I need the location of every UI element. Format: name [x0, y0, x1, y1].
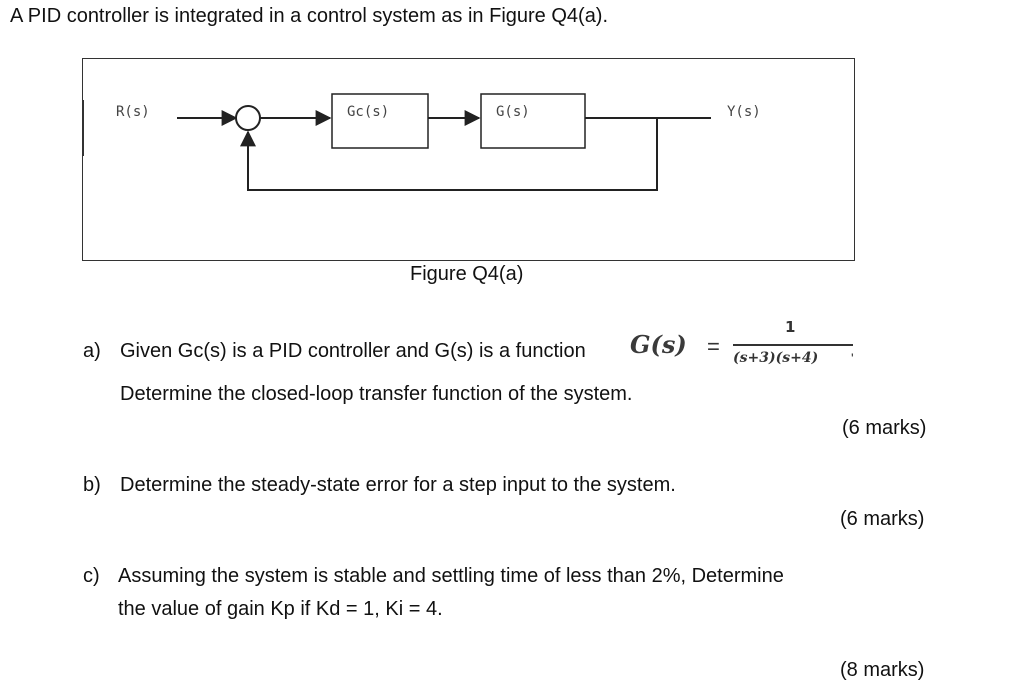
fraction-line	[733, 344, 853, 346]
part-a-line1: Given Gc(s) is a PID controller and G(s)…	[120, 340, 586, 362]
plant-label: G(s)	[496, 104, 530, 120]
equation-equals: =	[707, 334, 720, 359]
part-b-line1: Determine the steady-state error for a s…	[120, 474, 676, 496]
part-c-line1: Assuming the system is stable and settli…	[118, 565, 784, 587]
controller-block	[331, 93, 429, 149]
summing-junction	[235, 105, 261, 131]
part-c-marker: c)	[83, 565, 100, 587]
equation-lhs: G(s)	[630, 330, 687, 359]
input-label: R(s)	[116, 104, 150, 120]
figure-caption: Figure Q4(a)	[410, 263, 524, 285]
plant-block	[480, 93, 586, 149]
part-b-marks: (6 marks)	[840, 508, 925, 530]
feedback-path	[240, 118, 658, 191]
equation-trailing: '	[851, 350, 854, 366]
figure-left-bar	[82, 100, 84, 156]
part-b-marker: b)	[83, 474, 101, 496]
part-a-marks: (6 marks)	[842, 417, 927, 439]
output-label: Y(s)	[727, 104, 761, 120]
equation-denominator: (s+3)(s+4)	[733, 350, 819, 366]
part-c-line2: the value of gain Kp if Kd = 1, Ki = 4.	[118, 598, 443, 620]
figure-frame	[82, 58, 855, 261]
equation-numerator: 1	[785, 318, 796, 336]
part-c-marks: (8 marks)	[840, 659, 925, 681]
controller-label: Gc(s)	[347, 104, 389, 120]
part-a-line2: Determine the closed-loop transfer funct…	[120, 383, 633, 405]
part-a-marker: a)	[83, 340, 101, 362]
intro-text: A PID controller is integrated in a cont…	[10, 5, 609, 27]
